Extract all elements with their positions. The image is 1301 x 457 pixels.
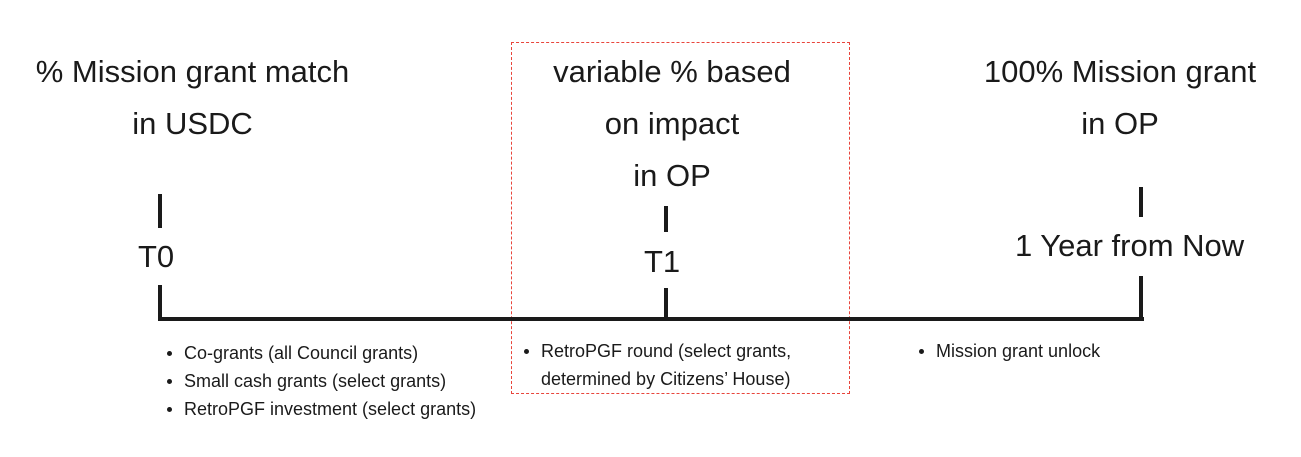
milestone-label-t0: T0 [138, 239, 175, 274]
list-item: Small cash grants (select grants) [162, 367, 476, 395]
tick-t0-lower [158, 285, 162, 321]
milestone-label-t2: 1 Year from Now [1015, 228, 1245, 263]
list-item: RetroPGF investment (select grants) [162, 395, 476, 423]
tick-t2-upper [1139, 187, 1143, 217]
list-item: Mission grant unlock [914, 337, 1100, 365]
list-item: RetroPGF round (select grants, [519, 337, 791, 365]
heading-t2-line-1: 100% Mission grant [983, 54, 1257, 89]
heading-t1: variable % based on impact in OP [512, 46, 832, 202]
heading-t1-line-1: variable % based [553, 54, 791, 89]
timeline-axis [158, 317, 1144, 321]
heading-t0: % Mission grant match in USDC [10, 46, 375, 150]
bullet-list-t1: RetroPGF round (select grants, determine… [519, 337, 791, 393]
bullet-list-t0: Co-grants (all Council grants) Small cas… [162, 339, 476, 423]
highlight-box-t1 [511, 42, 850, 394]
heading-t2: 100% Mission grant in OP [955, 46, 1285, 150]
milestone-label-t1: T1 [644, 244, 681, 279]
tick-t2-lower [1139, 276, 1143, 321]
heading-t0-line-1: % Mission grant match [35, 54, 350, 89]
list-item: Co-grants (all Council grants) [162, 339, 476, 367]
tick-t0-upper [158, 194, 162, 228]
heading-t2-line-2: in OP [1081, 106, 1159, 141]
bullet-list-t2: Mission grant unlock [914, 337, 1100, 365]
tick-t1-upper [664, 206, 668, 232]
heading-t1-line-2: on impact [604, 106, 740, 141]
list-item-continuation: determined by Citizens’ House) [541, 369, 791, 389]
heading-t1-line-3: in OP [633, 158, 711, 193]
heading-t0-line-2: in USDC [132, 106, 253, 141]
tick-t1-lower [664, 288, 668, 321]
